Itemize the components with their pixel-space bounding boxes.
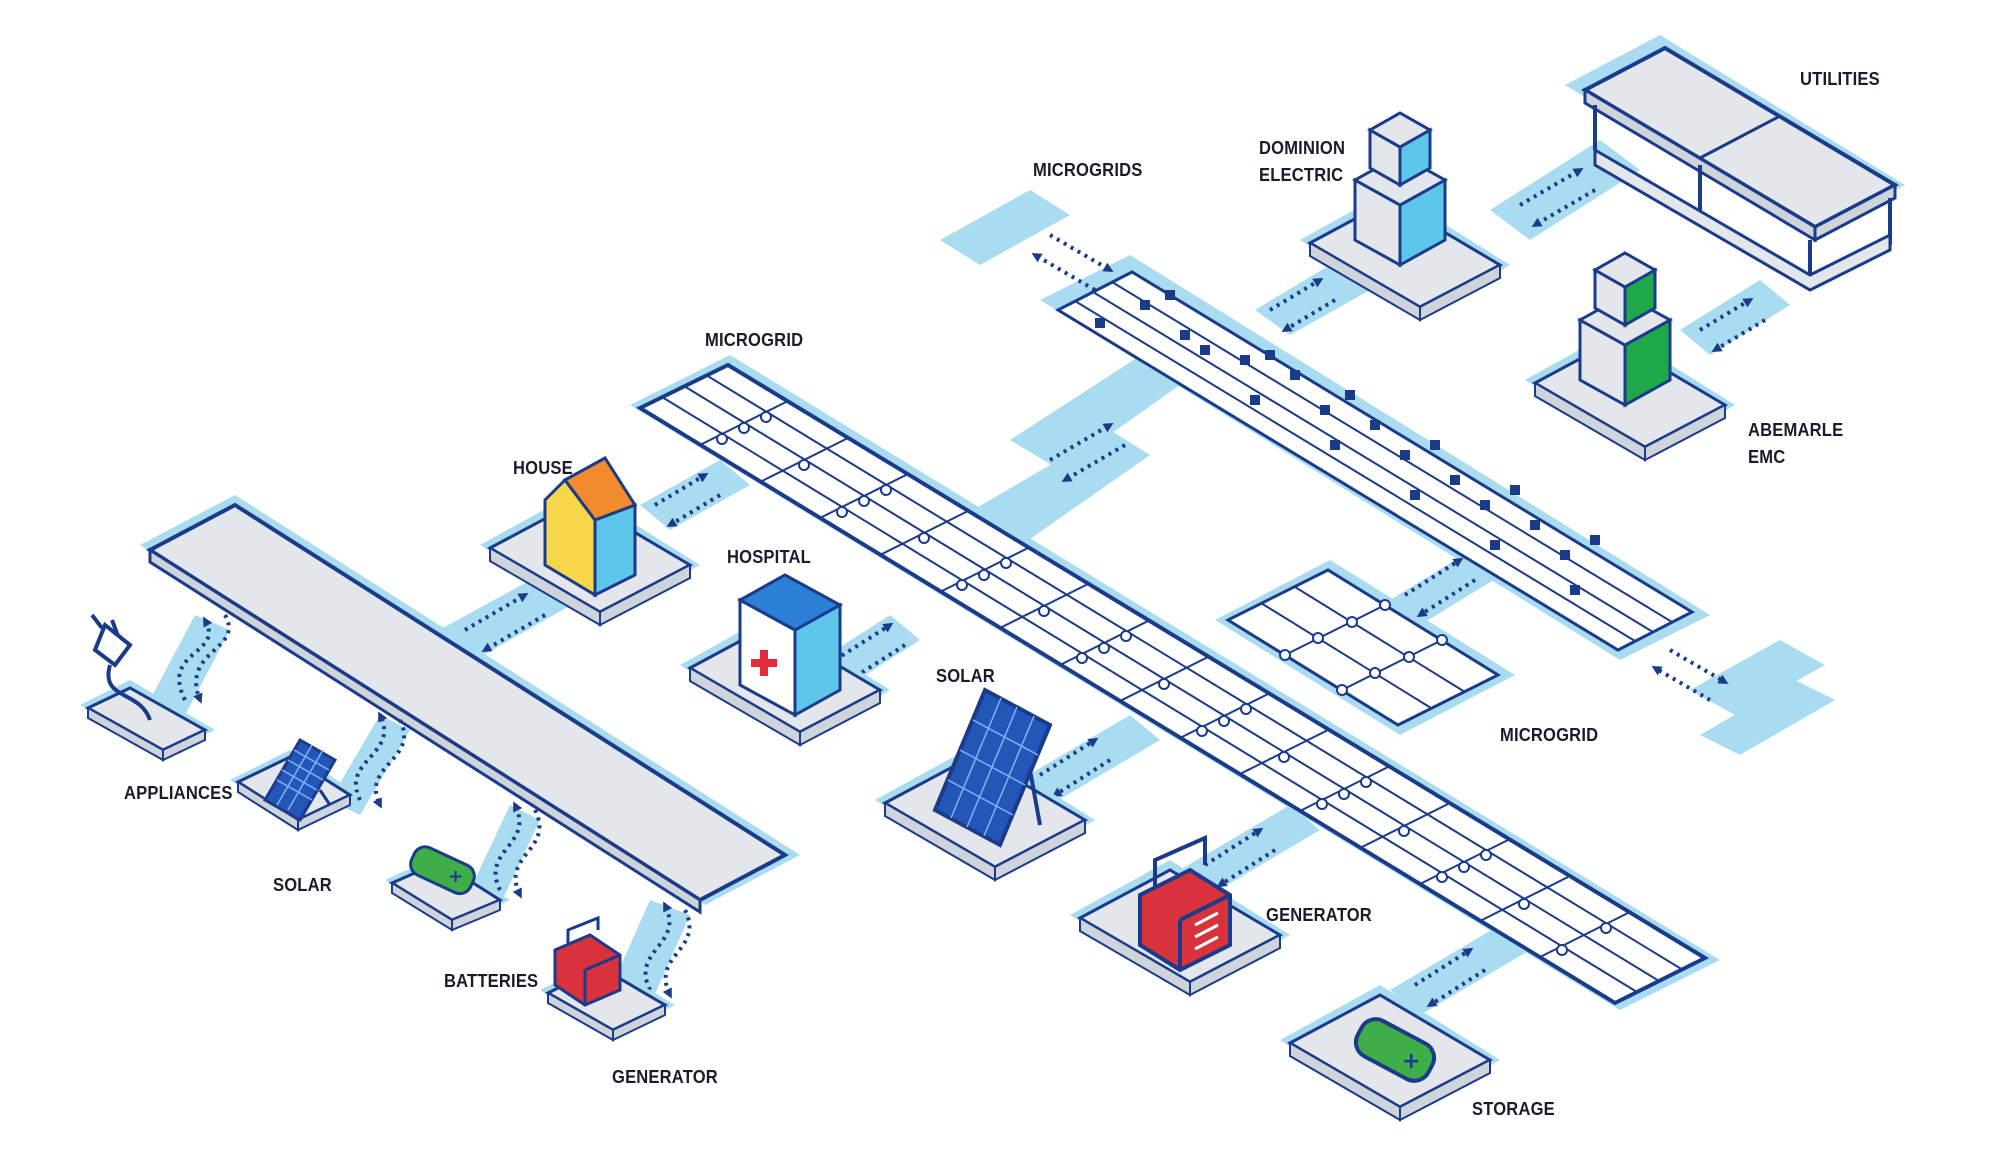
label-generator-small: GENERATOR (612, 1067, 718, 1087)
generator-small-icon (553, 915, 622, 1007)
label-microgrid-main: MICROGRID (705, 330, 804, 350)
distribution-bar (140, 495, 800, 915)
main-microgrid-grid (630, 355, 1720, 1010)
label-solar-large: SOLAR (936, 666, 995, 686)
plug-icon (90, 613, 152, 721)
label-storage: STORAGE (1472, 1099, 1555, 1119)
abemarle-building-icon (1576, 251, 1674, 408)
utilities-building-icon (1565, 35, 1905, 292)
house-icon (543, 456, 638, 598)
microgrids-nodes (1095, 290, 1600, 595)
small-microgrid-grid (1215, 560, 1515, 735)
svg-text:+: + (1402, 1049, 1420, 1074)
label-hospital: HOSPITAL (727, 547, 811, 567)
battery-large-icon: + (1353, 1017, 1437, 1083)
dominion-building-icon (1351, 111, 1449, 268)
small-microgrid-lines (1260, 586, 1466, 709)
solar-panel-small-icon (262, 737, 338, 823)
red-cross-icon (751, 650, 777, 676)
label-abemarle-emc: ABEMARLE EMC (1748, 420, 1844, 467)
flow-arrows (177, 167, 1767, 1008)
label-dominion-electric: DOMINION ELECTRIC (1259, 138, 1346, 185)
microgrids-lines (1074, 281, 1673, 642)
label-batteries: BATTERIES (444, 971, 539, 991)
small-microgrid-nodes (1279, 599, 1448, 696)
label-microgrid-small: MICROGRID (1500, 725, 1599, 745)
label-house: HOUSE (513, 458, 573, 478)
solar-panel-large-icon (932, 687, 1053, 848)
label-appliances: APPLIANCES (124, 783, 233, 803)
microgrids-grid (1040, 255, 1710, 660)
svg-text:+: + (448, 866, 463, 887)
generator-large-icon (1138, 834, 1232, 973)
label-solar-small: SOLAR (273, 875, 332, 895)
battery-small-icon: + (409, 845, 476, 896)
hospital-icon (736, 573, 844, 718)
label-generator-large: GENERATOR (1266, 905, 1372, 925)
main-microgrid-nodes (716, 411, 1612, 956)
label-utilities: UTILITIES (1800, 69, 1880, 89)
connection-bands (150, 140, 1835, 1015)
label-microgrids: MICROGRIDS (1033, 160, 1143, 180)
